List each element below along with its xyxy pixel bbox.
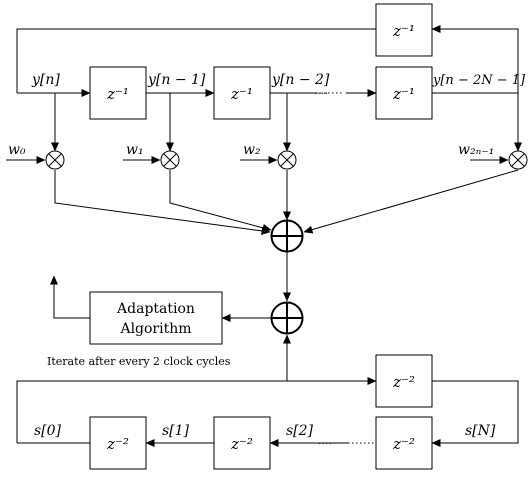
prod3-wire [303, 169, 519, 234]
multiplier-1 [160, 150, 180, 170]
label-w0: w₀ [8, 142, 26, 158]
svg-text:z⁻²: z⁻² [230, 435, 253, 453]
label-s1: s[1] [162, 423, 190, 439]
svg-text:z⁻¹: z⁻¹ [230, 85, 253, 103]
label-s0: s[0] [34, 423, 62, 439]
multiplier-n [508, 150, 528, 170]
svg-text:z⁻²: z⁻² [106, 435, 129, 453]
feedback-return-wire [431, 25, 519, 93]
delay-block-s1: z⁻² [213, 416, 271, 470]
multiplier-2 [277, 150, 297, 170]
label-s2: s[2] [286, 423, 314, 439]
label-w1: w₁ [126, 142, 144, 158]
svg-text:z⁻¹: z⁻¹ [106, 85, 129, 103]
svg-text:z⁻²: z⁻² [392, 373, 415, 391]
top-feedback-wire [16, 28, 376, 93]
delay-block-feedback: z⁻¹ [375, 3, 433, 57]
adaptation-algorithm-block: Adaptation Algorithm [89, 291, 223, 345]
ellipsis-bottom: ···· [318, 437, 332, 450]
svg-text:z⁻¹: z⁻¹ [392, 85, 415, 103]
summer-error [270, 301, 304, 335]
label-y1: y[n − 1] [147, 72, 206, 88]
label-y0: y[n] [31, 72, 60, 88]
label-wN: w₂ₙ₋₁ [458, 142, 494, 158]
svg-text:z⁻¹: z⁻¹ [392, 22, 415, 40]
s-loop-wire [16, 377, 377, 443]
delay-block-s0: z⁻² [89, 416, 147, 470]
prod0-wire [54, 170, 271, 235]
delay-block-2: z⁻¹ [213, 66, 271, 120]
label-y3: y[n − 2N − 1] [432, 73, 526, 88]
delay-block-sN: z⁻² [375, 416, 433, 470]
iterate-note: Iterate after every 2 clock cycles [47, 355, 231, 368]
svg-text:Algorithm: Algorithm [119, 321, 191, 337]
delay-block-3: z⁻¹ [375, 66, 433, 120]
delay-block-s-feedback: z⁻² [375, 354, 433, 408]
multiplier-0 [45, 150, 65, 170]
svg-text:z⁻²: z⁻² [392, 435, 415, 453]
adaptation-out-wire [50, 275, 90, 319]
summer-top [270, 219, 304, 253]
delay-block-1: z⁻¹ [89, 66, 147, 120]
label-w2: w₂ [243, 142, 261, 158]
label-sN: s[N] [465, 423, 496, 439]
label-y2: y[n − 2] [271, 72, 330, 88]
svg-text:Adaptation: Adaptation [116, 301, 195, 317]
ellipsis-top: ···· [314, 87, 328, 100]
prod1-wire [169, 170, 272, 232]
s-return-wire [431, 380, 519, 447]
